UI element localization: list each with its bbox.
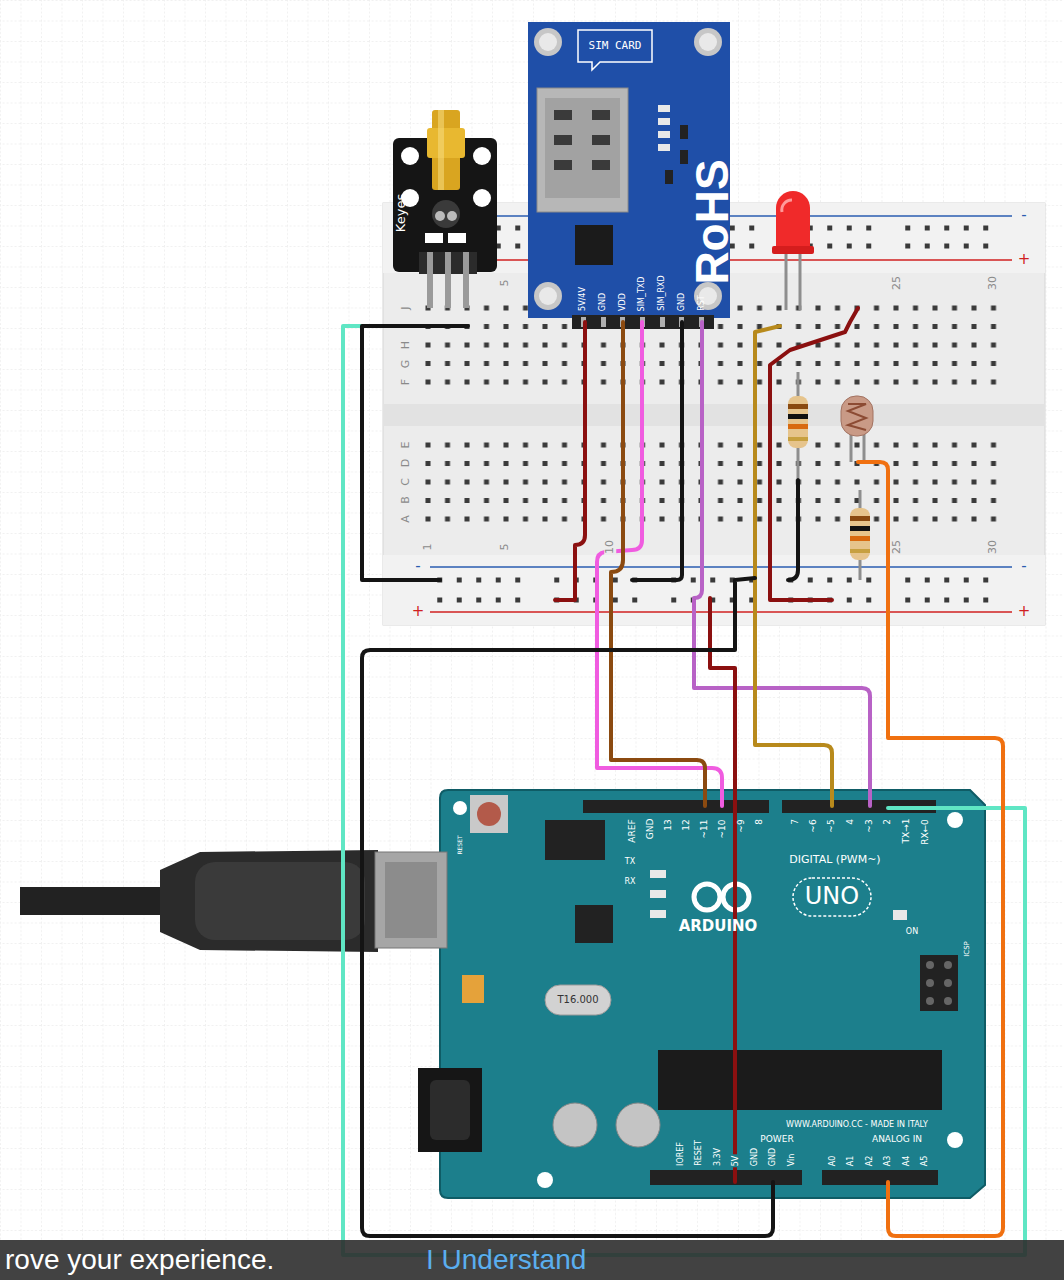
pin-label: ~6	[809, 818, 818, 833]
wires	[343, 308, 1025, 1255]
column-number: 5	[499, 543, 511, 552]
pin-label: 8	[755, 818, 764, 826]
pin-label: SIM_TXD	[638, 275, 646, 312]
column-number: 30	[987, 275, 999, 291]
pin-label: AREF	[628, 818, 637, 843]
column-number: 25	[891, 275, 903, 291]
row-letter: H	[400, 340, 412, 350]
row-letter: B	[400, 495, 412, 505]
row-letter: D	[400, 458, 412, 468]
pin-label: 7	[791, 818, 800, 826]
resistor	[850, 490, 870, 580]
rail-sign: -	[1020, 208, 1027, 224]
board-logo: UNO	[804, 884, 860, 909]
led	[772, 191, 814, 310]
pin-label: ~5	[827, 818, 836, 833]
board-label: RX	[623, 878, 636, 886]
pin-label: 5V	[732, 1154, 740, 1167]
row-letter: J	[400, 305, 412, 310]
cookie-text: rove your experience.	[4, 1245, 275, 1274]
laser-module	[393, 110, 497, 308]
board-label: DIGITAL (PWM~)	[788, 854, 881, 866]
pin-label: ~10	[718, 818, 727, 839]
cookie-bar	[0, 1240, 1064, 1280]
pin-label: RST	[698, 294, 706, 312]
pin-label: A0	[829, 1154, 837, 1167]
photoresistor	[841, 396, 873, 462]
resistor	[788, 372, 808, 478]
pin-label: A5	[921, 1154, 929, 1167]
board-logo: ARDUINO	[678, 919, 759, 935]
module-label: SIM CARD	[588, 40, 643, 52]
column-number: 5	[499, 279, 511, 288]
pin-label: GND	[599, 292, 607, 312]
pin-label: VDD	[619, 292, 627, 312]
pin-label: IOREF	[677, 1141, 685, 1167]
pin-label: 3.3V	[714, 1147, 722, 1167]
column-number: 30	[987, 539, 999, 555]
pin-label: RESET	[695, 1139, 703, 1167]
pin-label: A3	[884, 1154, 892, 1167]
board-label: ON	[905, 928, 919, 936]
pin-label: 2	[883, 818, 892, 826]
pin-label: ~11	[700, 818, 709, 839]
row-letter: A	[400, 514, 412, 524]
usb-cable	[20, 850, 447, 952]
rail-sign: +	[1017, 604, 1032, 620]
pin-label: GND	[751, 1147, 759, 1167]
board-label: ICSP	[964, 940, 971, 958]
pin-label: 4	[846, 818, 855, 826]
board-label: POWER	[759, 1135, 794, 1144]
pin-label: 5V/4V	[579, 286, 587, 312]
arduino-board	[418, 790, 985, 1198]
pin-label: ~3	[865, 818, 874, 833]
pin-label: GND	[769, 1147, 777, 1167]
rail-sign: -	[414, 559, 421, 575]
pin-label: 13	[664, 818, 673, 831]
board-label: ANALOG IN	[871, 1135, 923, 1144]
board-label: RESET	[457, 834, 463, 855]
row-letter: G	[400, 359, 412, 370]
cookie-link: I Understand	[425, 1245, 587, 1274]
board-label: TX	[624, 858, 636, 866]
pin-label: SIM_RXD	[658, 274, 666, 312]
crystal-label: T16.000	[556, 995, 599, 1006]
pin-label: GND	[646, 818, 655, 841]
column-number: 10	[604, 539, 616, 555]
rail-sign: -	[1020, 559, 1027, 575]
module-label: Keyes	[394, 193, 408, 233]
pin-label: TX→1	[902, 818, 911, 845]
row-letter: E	[400, 441, 412, 450]
pin-label: 12	[682, 818, 691, 831]
rail-sign: +	[411, 604, 426, 620]
board-label: WWW.ARDUINO.CC - MADE IN ITALY	[785, 1121, 929, 1129]
row-letter: F	[400, 378, 412, 386]
rail-sign: +	[1017, 252, 1032, 268]
column-number: 25	[891, 539, 903, 555]
pin-label: Vin	[788, 1152, 796, 1167]
pin-label: A4	[903, 1154, 911, 1167]
grid-background	[0, 0, 1064, 1240]
pin-label: GND	[678, 292, 686, 312]
row-letter: C	[400, 477, 412, 487]
pin-label: RX←0	[921, 818, 930, 846]
module-label: RoHS	[688, 158, 736, 285]
pin-label: A2	[866, 1154, 874, 1167]
column-number: 1	[422, 543, 434, 552]
pin-label: ~9	[737, 818, 746, 833]
pin-label: A1	[847, 1154, 855, 1167]
